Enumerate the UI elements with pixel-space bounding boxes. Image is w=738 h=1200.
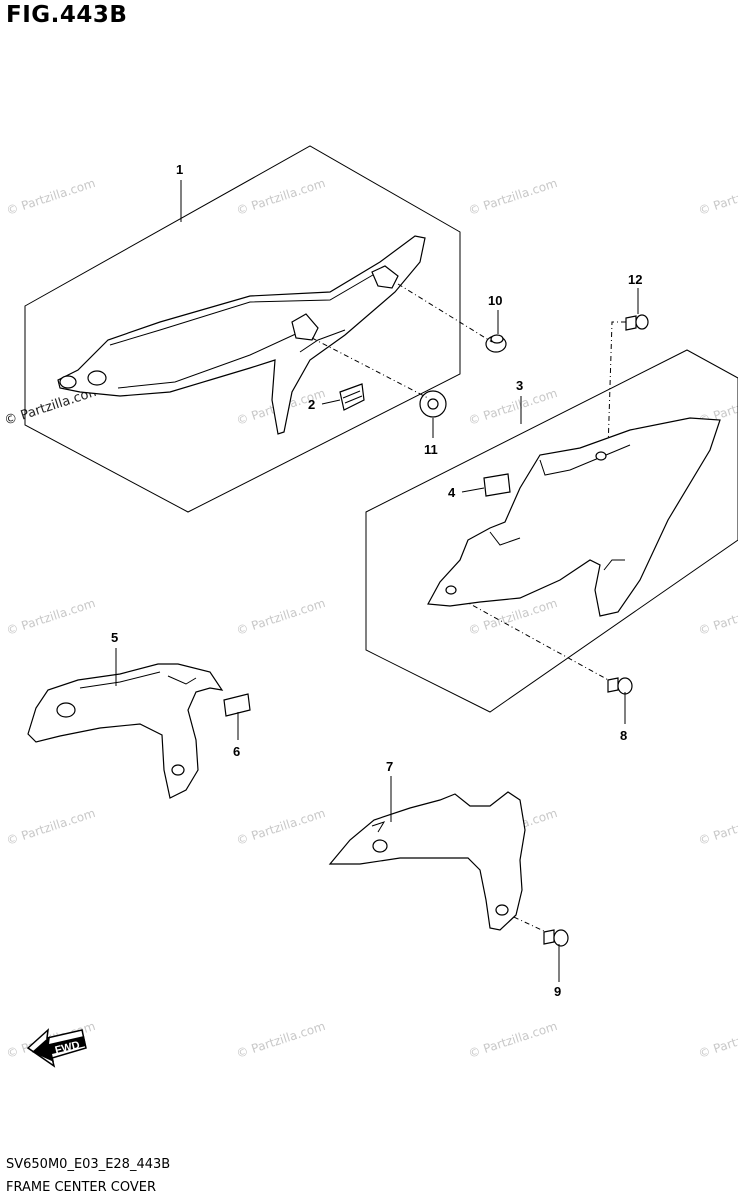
part-4-label[interactable] <box>483 473 511 497</box>
watermark: © Partzilla.com <box>235 1019 327 1061</box>
part-1-frame-cover[interactable] <box>57 235 426 435</box>
watermark: © Partzilla.com <box>235 596 327 638</box>
assembly-box-1 <box>24 145 461 513</box>
part-6-pad[interactable] <box>223 693 251 717</box>
watermark: © Partzilla.com <box>235 806 327 848</box>
part-11-grommet[interactable] <box>419 390 447 418</box>
callouts: 1 2 3 4 5 6 7 8 9 10 11 12 <box>111 162 642 999</box>
watermark: © Partzilla.com <box>467 1019 559 1061</box>
leader-lines <box>115 180 639 982</box>
watermark: © Partzilla.com <box>697 596 738 638</box>
watermark: © Partzilla.com <box>5 596 97 638</box>
callout-9[interactable]: 9 <box>554 984 561 999</box>
part-8-screw[interactable] <box>607 677 633 695</box>
callout-1[interactable]: 1 <box>176 162 183 177</box>
watermark: © Partzilla.com <box>697 806 738 848</box>
callout-2[interactable]: 2 <box>308 397 315 412</box>
fwd-arrow-icon: FWD <box>26 1028 87 1068</box>
assembly-line-12 <box>607 321 626 451</box>
part-10-grommet[interactable] <box>485 334 507 353</box>
part-2-pad[interactable] <box>339 383 365 411</box>
fwd-label: FWD <box>54 1039 81 1057</box>
watermark: © Partzilla.com <box>697 176 738 218</box>
callout-11[interactable]: 11 <box>424 442 438 457</box>
watermark: © Partzilla.com <box>235 176 327 218</box>
part-5-frame-cover[interactable] <box>27 663 224 799</box>
part-12-bolt[interactable] <box>625 314 649 331</box>
part-9-screw[interactable] <box>543 929 569 947</box>
assembly-line-10 <box>397 283 493 343</box>
callout-12[interactable]: 12 <box>628 272 642 287</box>
watermark: © Partzilla.com <box>697 1019 738 1061</box>
callout-5[interactable]: 5 <box>111 630 118 645</box>
callout-8[interactable]: 8 <box>620 728 627 743</box>
diagram-code: SV650M0_E03_E28_443B <box>6 1157 171 1172</box>
callout-6[interactable]: 6 <box>233 744 240 759</box>
watermark: © Partzilla.com <box>5 806 97 848</box>
callout-7[interactable]: 7 <box>386 759 393 774</box>
part-7-frame-cover[interactable] <box>328 791 526 931</box>
diagram-name: FRAME CENTER COVER <box>6 1180 156 1195</box>
callout-3[interactable]: 3 <box>516 378 523 393</box>
callout-10[interactable]: 10 <box>488 293 502 308</box>
figure-title: FIG.443B <box>6 2 128 28</box>
assembly-box-3 <box>365 349 738 713</box>
assembly-line-9 <box>502 911 547 933</box>
callout-4[interactable]: 4 <box>448 485 456 500</box>
part-3-frame-cover[interactable] <box>427 417 721 617</box>
watermark: © Partzilla.com <box>5 176 97 218</box>
assembly-line-8 <box>451 593 613 683</box>
assembly-line-11 <box>311 337 429 399</box>
watermark: © Partzilla.com <box>467 176 559 218</box>
